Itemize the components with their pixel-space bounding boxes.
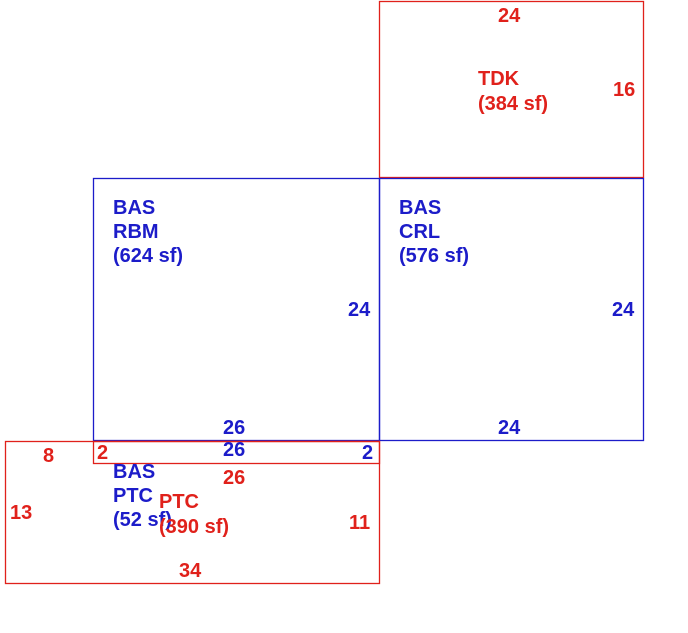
bas-crl-outline [378, 177, 645, 442]
rbm-right-dimension: 24 [348, 299, 371, 321]
bas-ptc-top-dimension: 26 [223, 439, 245, 461]
ptc-top-dimension: 26 [223, 467, 245, 489]
tdk-area: (384 sf) [478, 93, 548, 115]
bas-crl-line2: CRL [399, 221, 440, 243]
bas-ptc-line1: BAS [113, 461, 155, 483]
rbm-bottom-dimension: 26 [223, 417, 245, 439]
ptc-name: PTC [159, 491, 199, 513]
ptc-top-left-dimension: 8 [43, 445, 54, 467]
bas-ptc-outline [92, 440, 381, 465]
tdk-right-dimension: 16 [613, 79, 635, 101]
crl-bottom-dimension: 24 [498, 417, 521, 439]
bas-crl-area: (576 sf) [399, 245, 469, 267]
tdk-top-dimension: 24 [498, 5, 521, 27]
bas-rbm-area: (624 sf) [113, 245, 183, 267]
bas-rbm-line2: RBM [113, 221, 159, 243]
bas-ptc-right-dimension: 2 [362, 442, 373, 464]
ptc-left-dimension: 13 [10, 502, 32, 524]
crl-right-dimension: 24 [612, 299, 635, 321]
bas-ptc-area: (52 sf) [113, 509, 172, 531]
bas-rbm-line1: BAS [113, 197, 155, 219]
ptc-area: (390 sf) [159, 516, 229, 538]
ptc-right-dimension: 11 [349, 512, 370, 534]
tdk-outline [378, 0, 645, 179]
bas-ptc-left-dimension: 2 [97, 442, 108, 464]
ptc-bottom-dimension: 34 [179, 560, 202, 582]
tdk-name: TDK [478, 68, 520, 90]
bas-ptc-line2: PTC [113, 485, 153, 507]
bas-crl-line1: BAS [399, 197, 441, 219]
